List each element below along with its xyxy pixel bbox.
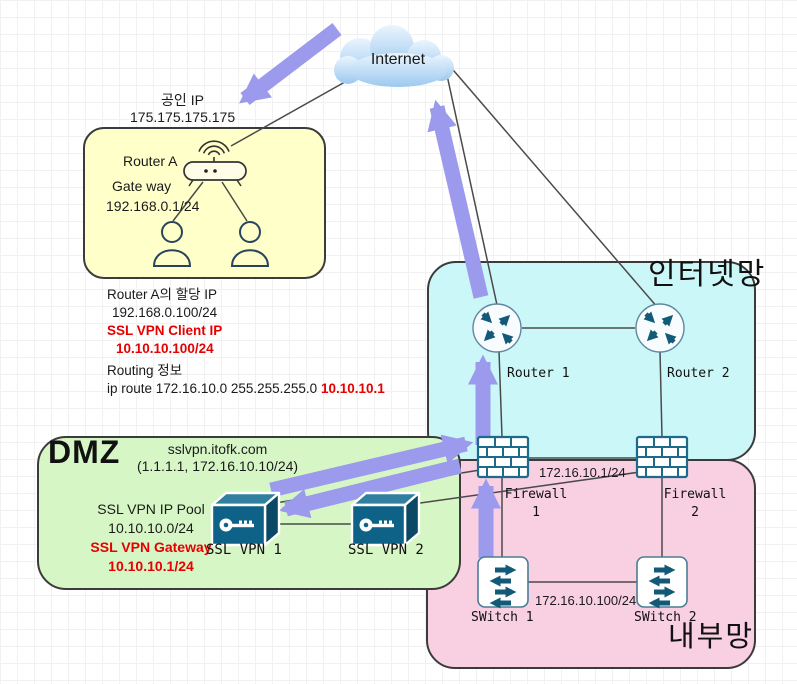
router1-label: Router 1 [507,366,570,381]
flow-arrow-sslvpn1-to-firewall1 [269,434,474,498]
switch1-label: SWitch 1 [471,610,534,625]
link-routerA-user1 [172,181,204,222]
dmz-domain-ip: (1.1.1.1, 172.16.10.10/24) [136,458,299,474]
link-sslvpn2-firewall2 [405,471,641,506]
link-cloud-routerA [230,77,353,147]
dmz-domain-block: sslvpn.itofk.com (1.1.1.1, 172.16.10.10/… [125,441,310,475]
vpn-pool-subnet: 10.10.10.0/24 [108,520,194,536]
sslvpn2-icon [350,491,421,547]
public-ip-value: 175.175.175.175 [130,109,236,125]
routing-title: Routing 정보 [107,363,183,378]
routing-rule: ip route 172.16.10.0 255.255.255.0 10.10… [107,381,385,396]
vpn-gateway-title: SSL VPN Gateway [90,539,212,555]
router2-label: Router 2 [667,366,730,381]
traffic-flow-arrows [239,23,501,558]
vpn-client-ip-title: SSL VPN Client IP [107,323,223,338]
switch-subnet-label: 172.16.10.100/24 [535,593,637,608]
routing-next-hop: 10.10.10.1 [320,381,385,396]
routerA-gateway-ip: 192.168.0.1/24 [106,198,200,214]
home-annotations: Router A의 할당 IP 192.168.0.100/24 SSL VPN… [107,286,385,398]
vpn-gateway-ip: 10.10.10.1/24 [108,558,194,574]
link-cloud-router2 [447,63,659,309]
flow-arrow-router1-to-internet [427,99,489,299]
switch1-icon [478,557,528,607]
router1-icon [473,304,521,352]
routerA-name: Router A [123,153,178,169]
dmz-domain: sslvpn.itofk.com [167,441,268,457]
firewall2-icon [635,435,689,479]
firewall1-icon [476,435,530,479]
home-network-box [83,127,326,279]
flow-arrow-internet-to-home [239,23,342,105]
link-router2-firewall2 [659,350,663,438]
wireless-router-icon [183,140,247,187]
link-routerA-user2 [221,181,248,222]
switch2-icon [637,557,687,607]
firewall1-label: Firewall 1 [504,487,568,520]
router2-icon [636,304,684,352]
link-router1-firewall1 [498,350,503,438]
firewall2-label: Firewall 2 [663,487,727,520]
internal-zone-label: 내부망 [668,621,755,653]
firewall-subnet-label: 172.16.10.1/24 [539,465,626,480]
sslvpn1-label: SSL VPN 1 [206,542,282,558]
public-ip-block: 공인 IP 175.175.175.175 [130,92,235,126]
sslvpn2-label: SSL VPN 2 [348,542,424,558]
vpn-pool-title: SSL VPN IP Pool [97,501,205,517]
vpn-client-ip-value: 10.10.10.100/24 [116,341,214,356]
internet-zone-label: 인터넷망 [648,258,767,291]
flow-arrow-firewall1-to-sslvpn1 [278,458,462,519]
routerA-gateway-label: Gate way [112,178,172,194]
switch2-label: SWitch 2 [634,610,697,625]
dmz-zone-label: DMZ [48,434,121,470]
public-ip-title: 공인 IP [161,92,204,108]
internet-cloud-icon [334,25,454,87]
assigned-ip-value: 192.168.0.100/24 [112,305,218,320]
assigned-ip-title: Router A의 할당 IP [107,287,218,302]
cloud-label: Internet [370,51,426,68]
dmz-pool-block: SSL VPN IP Pool 10.10.10.0/24 SSL VPN Ga… [75,500,227,576]
